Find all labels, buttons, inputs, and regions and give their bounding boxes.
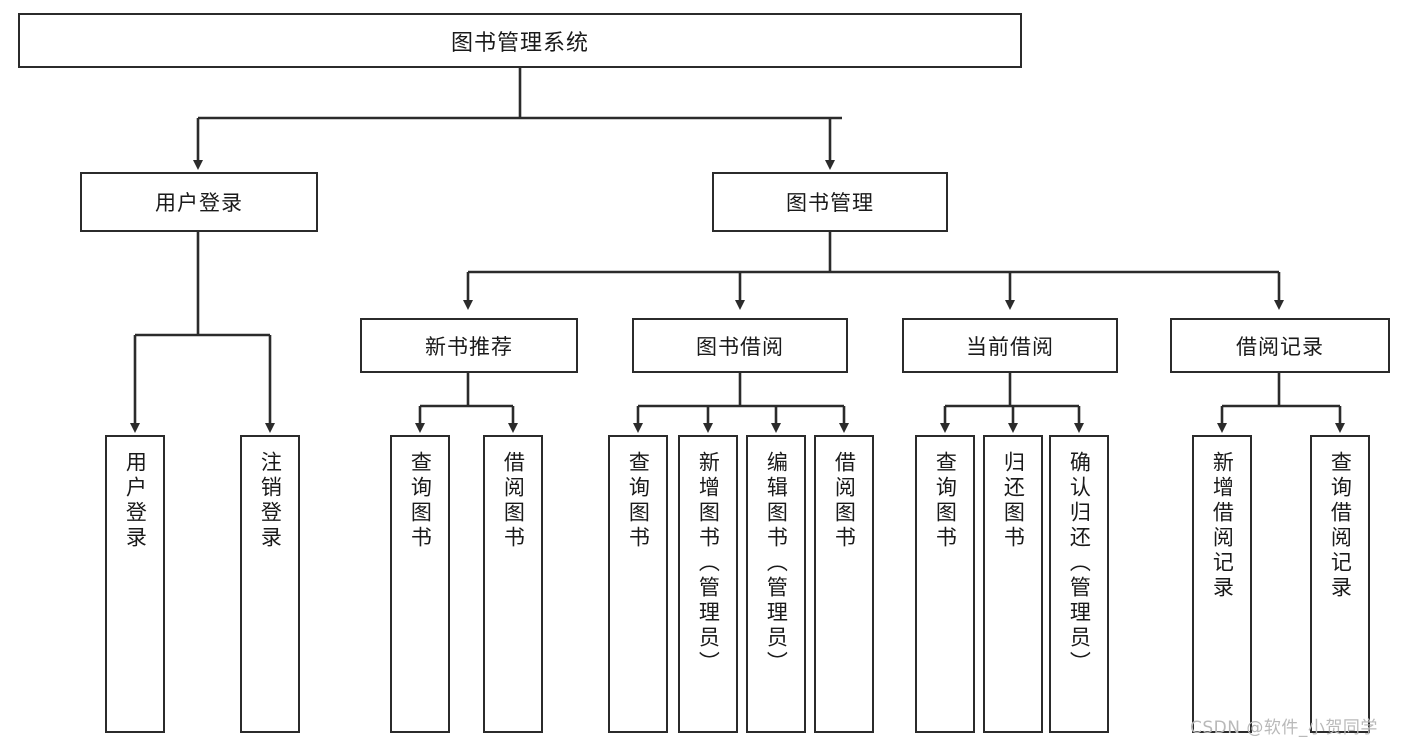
- leaf-query-book-current[interactable]: 查询图书: [915, 435, 975, 733]
- leaf-query-book-borrow[interactable]: 查询图书: [608, 435, 668, 733]
- node-user-login-label: 用户登录: [155, 191, 243, 215]
- leaf-query-book-new[interactable]: 查询图书: [390, 435, 450, 733]
- leaf-add-borrow-record[interactable]: 新增借阅记录: [1192, 435, 1252, 733]
- leaf-borrow-book[interactable]: 借阅图书: [814, 435, 874, 733]
- leaf-borrow-book-new-label: 借阅图书: [501, 451, 526, 551]
- leaf-edit-book-admin[interactable]: 编辑图书（管理员）: [746, 435, 806, 733]
- leaf-query-borrow-record-label: 查询借阅记录: [1328, 451, 1353, 601]
- leaf-user-login[interactable]: 用户登录: [105, 435, 165, 733]
- leaf-logout[interactable]: 注销登录: [240, 435, 300, 733]
- leaf-add-book-admin[interactable]: 新增图书（管理员）: [678, 435, 738, 733]
- leaf-query-borrow-record[interactable]: 查询借阅记录: [1310, 435, 1370, 733]
- node-book-borrow[interactable]: 图书借阅: [632, 318, 848, 373]
- node-book-borrow-label: 图书借阅: [696, 334, 784, 359]
- leaf-query-book-new-label: 查询图书: [408, 451, 433, 551]
- node-current-borrow-label: 当前借阅: [966, 334, 1054, 359]
- leaf-confirm-return-admin-label: 确认归还（管理员）: [1067, 451, 1092, 676]
- leaf-add-book-admin-label: 新增图书（管理员）: [696, 451, 721, 676]
- leaf-return-book[interactable]: 归还图书: [983, 435, 1043, 733]
- leaf-confirm-return-admin[interactable]: 确认归还（管理员）: [1049, 435, 1109, 733]
- watermark: CSDN @软件_小贺同学: [1190, 718, 1378, 738]
- leaf-query-book-borrow-label: 查询图书: [626, 451, 651, 551]
- leaf-return-book-label: 归还图书: [1001, 451, 1026, 551]
- leaf-add-borrow-record-label: 新增借阅记录: [1210, 451, 1235, 601]
- leaf-user-login-label: 用户登录: [123, 451, 148, 551]
- node-new-book-recommend[interactable]: 新书推荐: [360, 318, 578, 373]
- leaf-logout-label: 注销登录: [258, 451, 283, 551]
- leaf-edit-book-admin-label: 编辑图书（管理员）: [764, 451, 789, 676]
- node-borrow-records[interactable]: 借阅记录: [1170, 318, 1390, 373]
- leaf-borrow-book-new[interactable]: 借阅图书: [483, 435, 543, 733]
- node-user-login[interactable]: 用户登录: [80, 172, 318, 232]
- node-root-label: 图书管理系统: [450, 30, 589, 56]
- node-current-borrow[interactable]: 当前借阅: [902, 318, 1118, 373]
- node-book-management-label: 图书管理: [786, 191, 874, 215]
- leaf-borrow-book-label: 借阅图书: [832, 451, 857, 551]
- node-new-book-recommend-label: 新书推荐: [425, 334, 513, 359]
- leaf-query-book-current-label: 查询图书: [933, 451, 958, 551]
- node-root[interactable]: 图书管理系统: [18, 13, 1022, 68]
- node-borrow-records-label: 借阅记录: [1236, 334, 1324, 359]
- node-book-management[interactable]: 图书管理: [712, 172, 948, 232]
